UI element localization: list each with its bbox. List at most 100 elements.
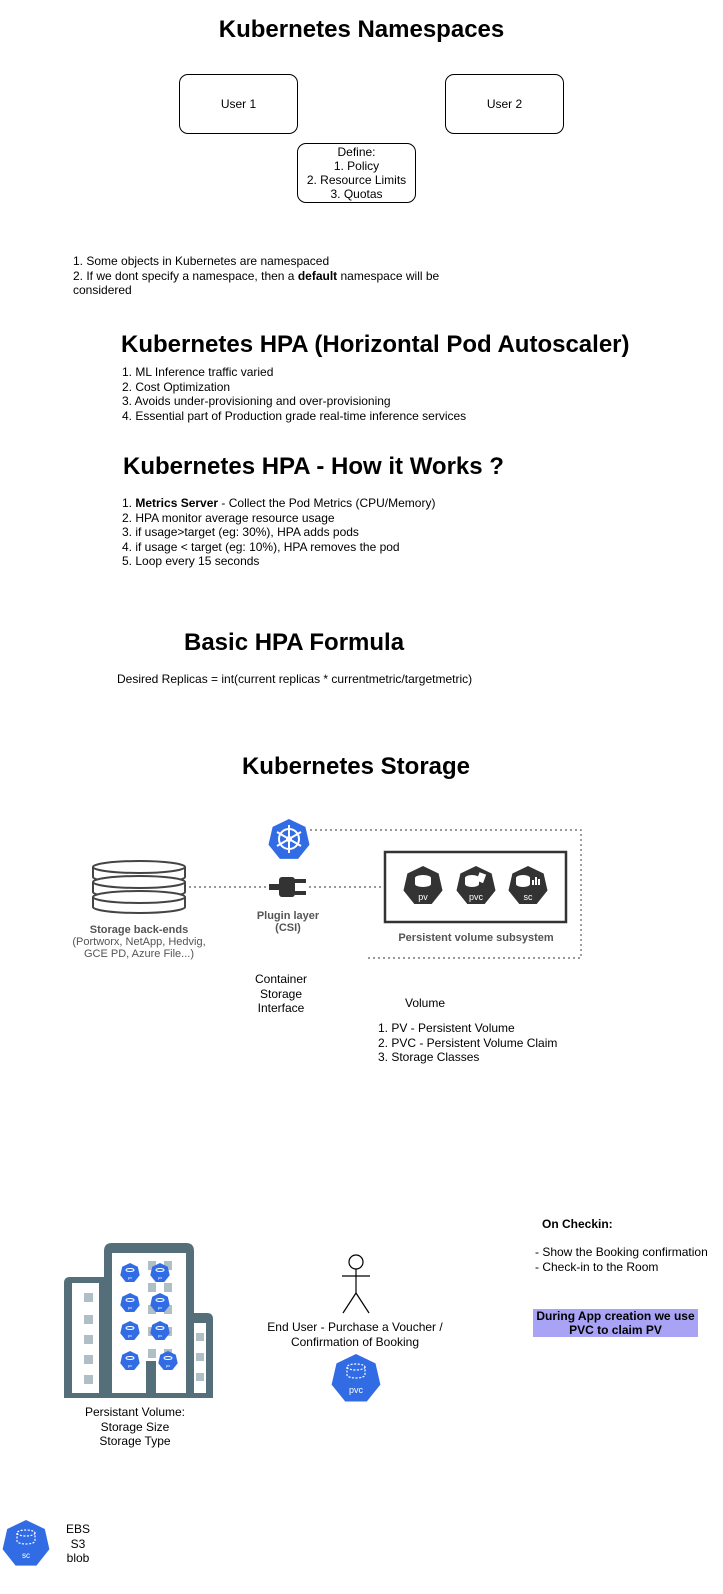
- namespace-note-2-cont: considered: [73, 283, 132, 297]
- pv-line: Storage Size: [100, 1419, 170, 1434]
- namespace-note-1: 1. Some objects in Kubernetes are namesp…: [73, 254, 330, 268]
- define-line: Define:: [337, 145, 376, 159]
- formula-title: Basic HPA Formula: [184, 629, 405, 656]
- database-icon: [92, 860, 186, 914]
- hpa-item: 2. Cost Optimization: [122, 379, 231, 394]
- csi-line: Interface: [257, 1001, 305, 1015]
- namespaces-title: Kubernetes Namespaces: [218, 16, 505, 43]
- hpa-works-item: 2. HPA monitor average resource usage: [122, 510, 335, 525]
- subsystem-label: Persistent volume subsystem: [398, 932, 554, 944]
- pv-mini-icon: pv: [150, 1263, 170, 1282]
- user1-box[interactable]: User 1: [179, 74, 298, 134]
- volume-item: 2. PVC - Persistent Volume Claim: [378, 1035, 558, 1050]
- building-icon: pv pv pv pv pv pv pv pv: [64, 1243, 213, 1398]
- hpa-item: 4. Essential part of Production grade re…: [122, 408, 467, 423]
- end-user-icon: [342, 1254, 370, 1314]
- checkin-item: - Show the Booking confirmation: [535, 1245, 708, 1259]
- define-line: 2. Resource Limits: [306, 173, 407, 187]
- define-line: 1. Policy: [333, 159, 380, 173]
- volume-label: Volume: [405, 996, 446, 1010]
- hpa-works-item: 5. Loop every 15 seconds: [122, 554, 260, 568]
- pv-mini-label: pv: [128, 1363, 132, 1368]
- pvc-claim-highlight[interactable]: During App creation we use PVC to claim …: [533, 1309, 698, 1337]
- namespace-notes: 1. Some objects in Kubernetes are namesp…: [73, 254, 439, 298]
- pv-mini-icon: pv: [158, 1351, 178, 1370]
- hpa-list: 1. ML Inference traffic varied 2. Cost O…: [122, 365, 466, 423]
- note2-post: namespace will be: [337, 268, 440, 283]
- checkin-title: On Checkin:: [542, 1217, 613, 1231]
- pv-mini-icon: pv: [120, 1321, 140, 1340]
- sc-hex-label: sc: [524, 892, 534, 902]
- pvc-hex-label: pvc: [469, 892, 484, 902]
- namespace-note-2: 2. If we dont specify a namespace, then …: [73, 269, 439, 284]
- define-line: 3. Quotas: [330, 187, 383, 201]
- checkin-list: - Show the Booking confirmation - Check-…: [535, 1245, 708, 1274]
- pv-mini-label: pv: [128, 1305, 132, 1310]
- user2-label: User 2: [486, 97, 523, 111]
- item1-bold: Metrics Server: [135, 496, 219, 510]
- item1-pre: 1.: [122, 496, 136, 510]
- sc-line: S3: [70, 1536, 86, 1551]
- storage-title: Kubernetes Storage: [241, 753, 471, 780]
- pvc-icon: pvc: [331, 1354, 381, 1402]
- volume-list: 1. PV - Persistent Volume 2. PVC - Persi…: [378, 1021, 557, 1065]
- pv-mini-icon: pv: [150, 1321, 170, 1340]
- checkin-item: - Check-in to the Room: [535, 1259, 659, 1274]
- pv-mini-label: pv: [158, 1305, 162, 1310]
- pv-mini-label: pv: [166, 1363, 170, 1368]
- csi-label: Container Storage Interface: [241, 972, 321, 1016]
- hpa-title: Kubernetes HPA (Horizontal Pod Autoscale…: [121, 331, 630, 358]
- define-box[interactable]: Define: 1. Policy 2. Resource Limits 3. …: [297, 143, 416, 203]
- pv-mini-icon: pv: [120, 1351, 140, 1370]
- sc-line: EBS: [65, 1522, 90, 1536]
- sc-icon-label: sc: [22, 1551, 30, 1560]
- pv-line: Storage Type: [99, 1434, 171, 1448]
- pvc-hex-icon: pvc: [456, 866, 496, 904]
- pv-mini-icon: pv: [150, 1293, 170, 1312]
- plug-icon: [269, 877, 306, 897]
- volume-item: 3. Storage Classes: [378, 1050, 480, 1064]
- sc-hex-icon: sc: [508, 866, 548, 904]
- item1-post: - Collect the Pod Metrics (CPU/Memory): [218, 496, 436, 510]
- pv-hex-icon: pv: [403, 866, 443, 904]
- pv-hex-label: pv: [418, 892, 428, 902]
- sc-icon: sc: [2, 1520, 50, 1566]
- pv-mini-label: pv: [128, 1275, 132, 1280]
- hpa-works-item: 4. if usage < target (eg: 10%), HPA remo…: [122, 539, 400, 554]
- note2-pre: 2. If we dont specify a namespace, then …: [73, 268, 298, 283]
- csi-line: Storage: [259, 986, 303, 1001]
- dotted-frame: [310, 829, 582, 959]
- hpa-works-item: 3. if usage>target (eg: 30%), HPA adds p…: [122, 525, 359, 539]
- pv-mini-label: pv: [158, 1333, 162, 1338]
- storage-diagram: pv pvc sc Storage back-ends (Portworx, N…: [72, 819, 582, 960]
- highlight-line: During App creation we use: [536, 1308, 695, 1323]
- backends-sub-2: GCE PD, Azure File...): [84, 948, 194, 960]
- user2-box[interactable]: User 2: [445, 74, 564, 134]
- end-user-label: End User - Purchase a Voucher / Confirma…: [255, 1320, 455, 1349]
- hpa-works-title: Kubernetes HPA - How it Works ?: [123, 453, 504, 480]
- highlight-line: PVC to claim PV: [569, 1323, 662, 1337]
- sc-backends-list: EBS S3 blob: [58, 1522, 98, 1566]
- kubernetes-icon: [268, 819, 310, 859]
- plugin-label: Plugin layer: [257, 910, 320, 922]
- plugin-sub: (CSI): [275, 922, 301, 934]
- csi-line: Container: [254, 972, 308, 986]
- pv-mini-label: pv: [128, 1333, 132, 1338]
- hpa-item: 1. ML Inference traffic varied: [122, 365, 274, 379]
- enduser-line: End User - Purchase a Voucher /: [267, 1320, 443, 1334]
- note2-bold: default: [297, 268, 338, 283]
- volume-item: 1. PV - Persistent Volume: [378, 1021, 515, 1035]
- hpa-item: 3. Avoids under-provisioning and over-pr…: [122, 394, 391, 408]
- pv-mini-icon: pv: [120, 1293, 140, 1312]
- backends-label: Storage back-ends: [90, 924, 188, 936]
- pv-mini-icon: pv: [120, 1263, 140, 1282]
- enduser-line: Confirmation of Booking: [290, 1334, 420, 1349]
- hpa-works-list: 1. Metrics Server - Collect the Pod Metr…: [122, 496, 435, 569]
- pv-label: Persistant Volume: Storage Size Storage …: [60, 1405, 210, 1449]
- user1-label: User 1: [220, 97, 257, 111]
- pv-line: Persistant Volume:: [84, 1405, 186, 1419]
- pv-mini-label: pv: [158, 1275, 162, 1280]
- backends-sub-1: (Portworx, NetApp, Hedvig,: [72, 936, 205, 948]
- formula-text: Desired Replicas = int(current replicas …: [117, 672, 473, 686]
- pvc-icon-label: pvc: [349, 1385, 364, 1395]
